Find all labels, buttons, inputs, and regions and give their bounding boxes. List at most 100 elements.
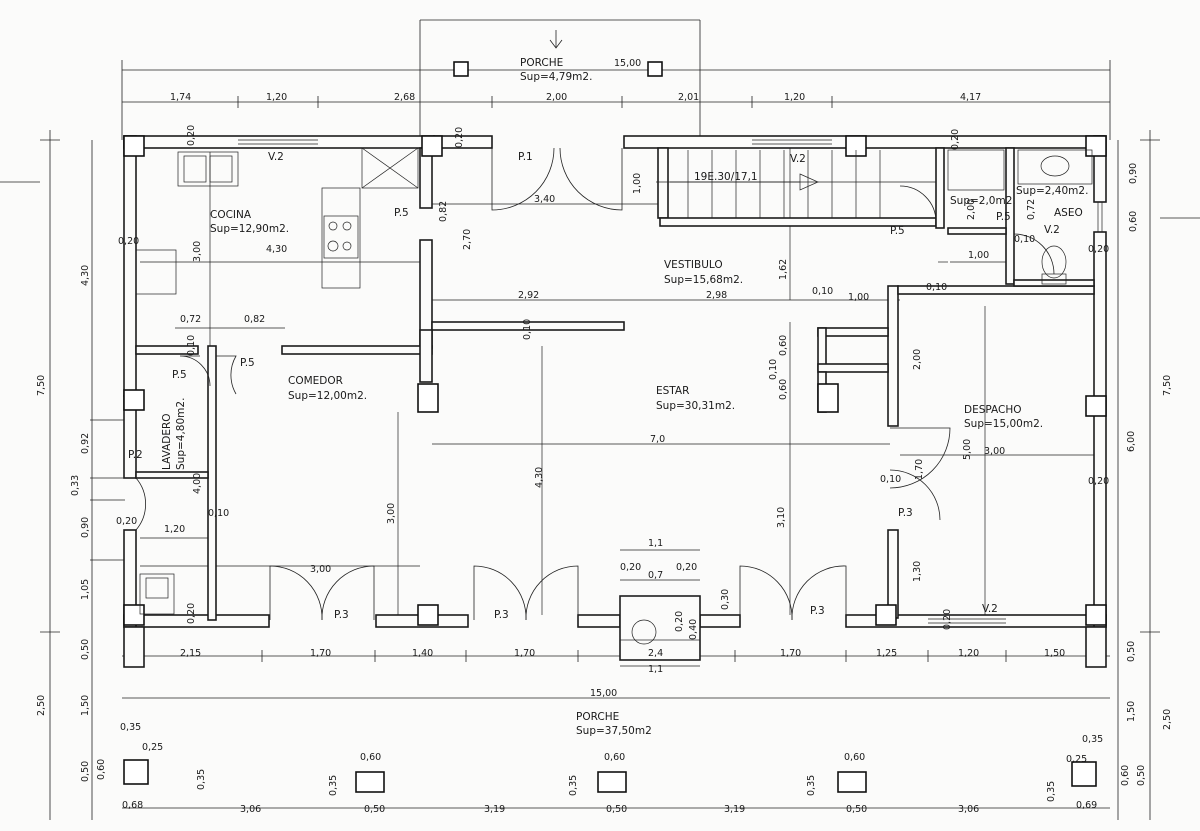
dim-label: 0,60	[778, 379, 789, 400]
p5-hall-area: Sup=2,0m2.	[950, 195, 1016, 207]
dim-label: 15,00	[614, 58, 641, 69]
dim-label: 0,20	[950, 129, 961, 150]
dim-label: 0,72	[180, 314, 201, 325]
dim-label: 0,10	[812, 286, 833, 297]
dim-label: 1,50	[1126, 701, 1137, 722]
dim-label: 5,00	[962, 439, 973, 460]
dim-label: 2,50	[36, 695, 47, 716]
dim-label: 0,90	[1128, 163, 1139, 184]
dim-label: 0,35	[568, 775, 579, 796]
dim-label: 0,20	[454, 127, 465, 148]
dim-label: 0,35	[1082, 734, 1103, 745]
dim-label: 0,50	[80, 639, 91, 660]
dim-label: 0,50	[1126, 641, 1137, 662]
comedor-area: Sup=12,00m2.	[288, 390, 367, 402]
dim-label: 2,4	[648, 648, 663, 659]
dim-label: 0,68	[122, 800, 143, 811]
dim-label: 0,10	[186, 335, 197, 356]
window-label: V.2	[982, 603, 998, 615]
opening-labels: V.2 V.2 V.2 V.2 P.1 P.2 P.3 P.3 P.3 P.3 …	[128, 151, 1060, 621]
dim-label: 0,25	[1066, 754, 1087, 765]
dim-label: 0,82	[438, 201, 449, 222]
dim-label: 0,7	[648, 570, 663, 581]
lavadero-name: LAVADERO	[161, 413, 173, 470]
dim-label: 0,50	[80, 761, 91, 782]
dim-label: 1,70	[310, 648, 331, 659]
dim-label: 0,30	[720, 589, 731, 610]
doors	[135, 147, 1055, 621]
dim-label: 0,10	[768, 359, 779, 380]
dim-label: 0,60	[1128, 211, 1139, 232]
porche-top-name: PORCHE	[520, 57, 563, 69]
dim-label: 0,35	[806, 775, 817, 796]
despacho-name: DESPACHO	[964, 404, 1022, 416]
dim-label: 0,10	[1014, 234, 1035, 245]
side-dimension-lines	[0, 130, 1200, 820]
dim-label: 6,00	[1126, 431, 1137, 452]
interior-walls	[123, 147, 1107, 668]
dim-label: 0,60	[604, 752, 625, 763]
dim-label: 0,20	[186, 603, 197, 624]
dim-label: 0,60	[96, 759, 107, 780]
dim-label: 4,00	[192, 473, 203, 494]
room-labels: PORCHE Sup=4,79m2. COCINA Sup=12,90m2. V…	[161, 57, 1088, 737]
dim-label: 1,20	[266, 92, 287, 103]
dim-label: 7,50	[36, 375, 47, 396]
door-label: P.3	[898, 507, 913, 519]
dim-label: 0,10	[522, 319, 533, 340]
dim-label: 3,06	[958, 804, 979, 815]
dim-label: 1,62	[778, 259, 789, 280]
dim-label: 0,60	[1120, 765, 1131, 786]
dim-label: 1,20	[958, 648, 979, 659]
window-label: V.2	[268, 151, 284, 163]
dim-label: 1,40	[412, 648, 433, 659]
dim-label: 3,10	[776, 507, 787, 528]
dim-label: 3,00	[310, 564, 331, 575]
aseo-area: Sup=2,40m2.	[1016, 185, 1088, 197]
despacho-area: Sup=15,00m2.	[964, 418, 1043, 430]
dim-label: 3,40	[534, 194, 555, 205]
comedor-name: COMEDOR	[288, 375, 343, 387]
dim-label: 0,33	[70, 475, 81, 496]
dim-label: 0,20	[620, 562, 641, 573]
dim-label: 0,20	[1088, 476, 1109, 487]
window-label: V.2	[1044, 224, 1060, 236]
dim-label: 1,70	[780, 648, 801, 659]
dim-label: 1,70	[514, 648, 535, 659]
dim-label: 0,40	[688, 619, 699, 640]
dim-label: 1,00	[632, 173, 643, 194]
door-label: P.5	[240, 357, 255, 369]
top-dimension-lines	[121, 19, 1111, 140]
vestibulo-name: VESTIBULO	[664, 259, 723, 271]
dim-label: 3,19	[724, 804, 745, 815]
dim-label: 0,35	[1046, 781, 1057, 802]
dim-label: 1,20	[164, 524, 185, 535]
dim-label: 1,25	[876, 648, 897, 659]
door-label: P.5	[394, 207, 409, 219]
dim-label: 2,92	[518, 290, 539, 301]
door-label: P.5	[996, 211, 1011, 223]
dim-label: 2,00	[966, 199, 977, 220]
door-label: P.2	[128, 449, 143, 461]
columns	[123, 61, 1107, 793]
dim-label: 4,30	[534, 467, 545, 488]
dim-label: 2,70	[462, 229, 473, 250]
dim-label: 0,35	[328, 775, 339, 796]
dim-label: 0,10	[208, 508, 229, 519]
aseo-name: ASEO	[1054, 207, 1083, 219]
dim-label: 2,68	[394, 92, 415, 103]
dim-label: 0,35	[120, 722, 141, 733]
vestibulo-area: Sup=15,68m2.	[664, 274, 743, 286]
estar-name: ESTAR	[656, 385, 689, 397]
dim-label: 3,06	[240, 804, 261, 815]
dim-label: 2,00	[912, 349, 923, 370]
dim-label: 0,60	[778, 335, 789, 356]
dim-label: 1,74	[170, 92, 191, 103]
dim-label: 2,15	[180, 648, 201, 659]
window-label: V.2	[790, 153, 806, 165]
dim-label: 0,50	[606, 804, 627, 815]
dim-label: 0,20	[186, 125, 197, 146]
dim-label: 1,70	[914, 459, 925, 480]
door-label: P.3	[334, 609, 349, 621]
